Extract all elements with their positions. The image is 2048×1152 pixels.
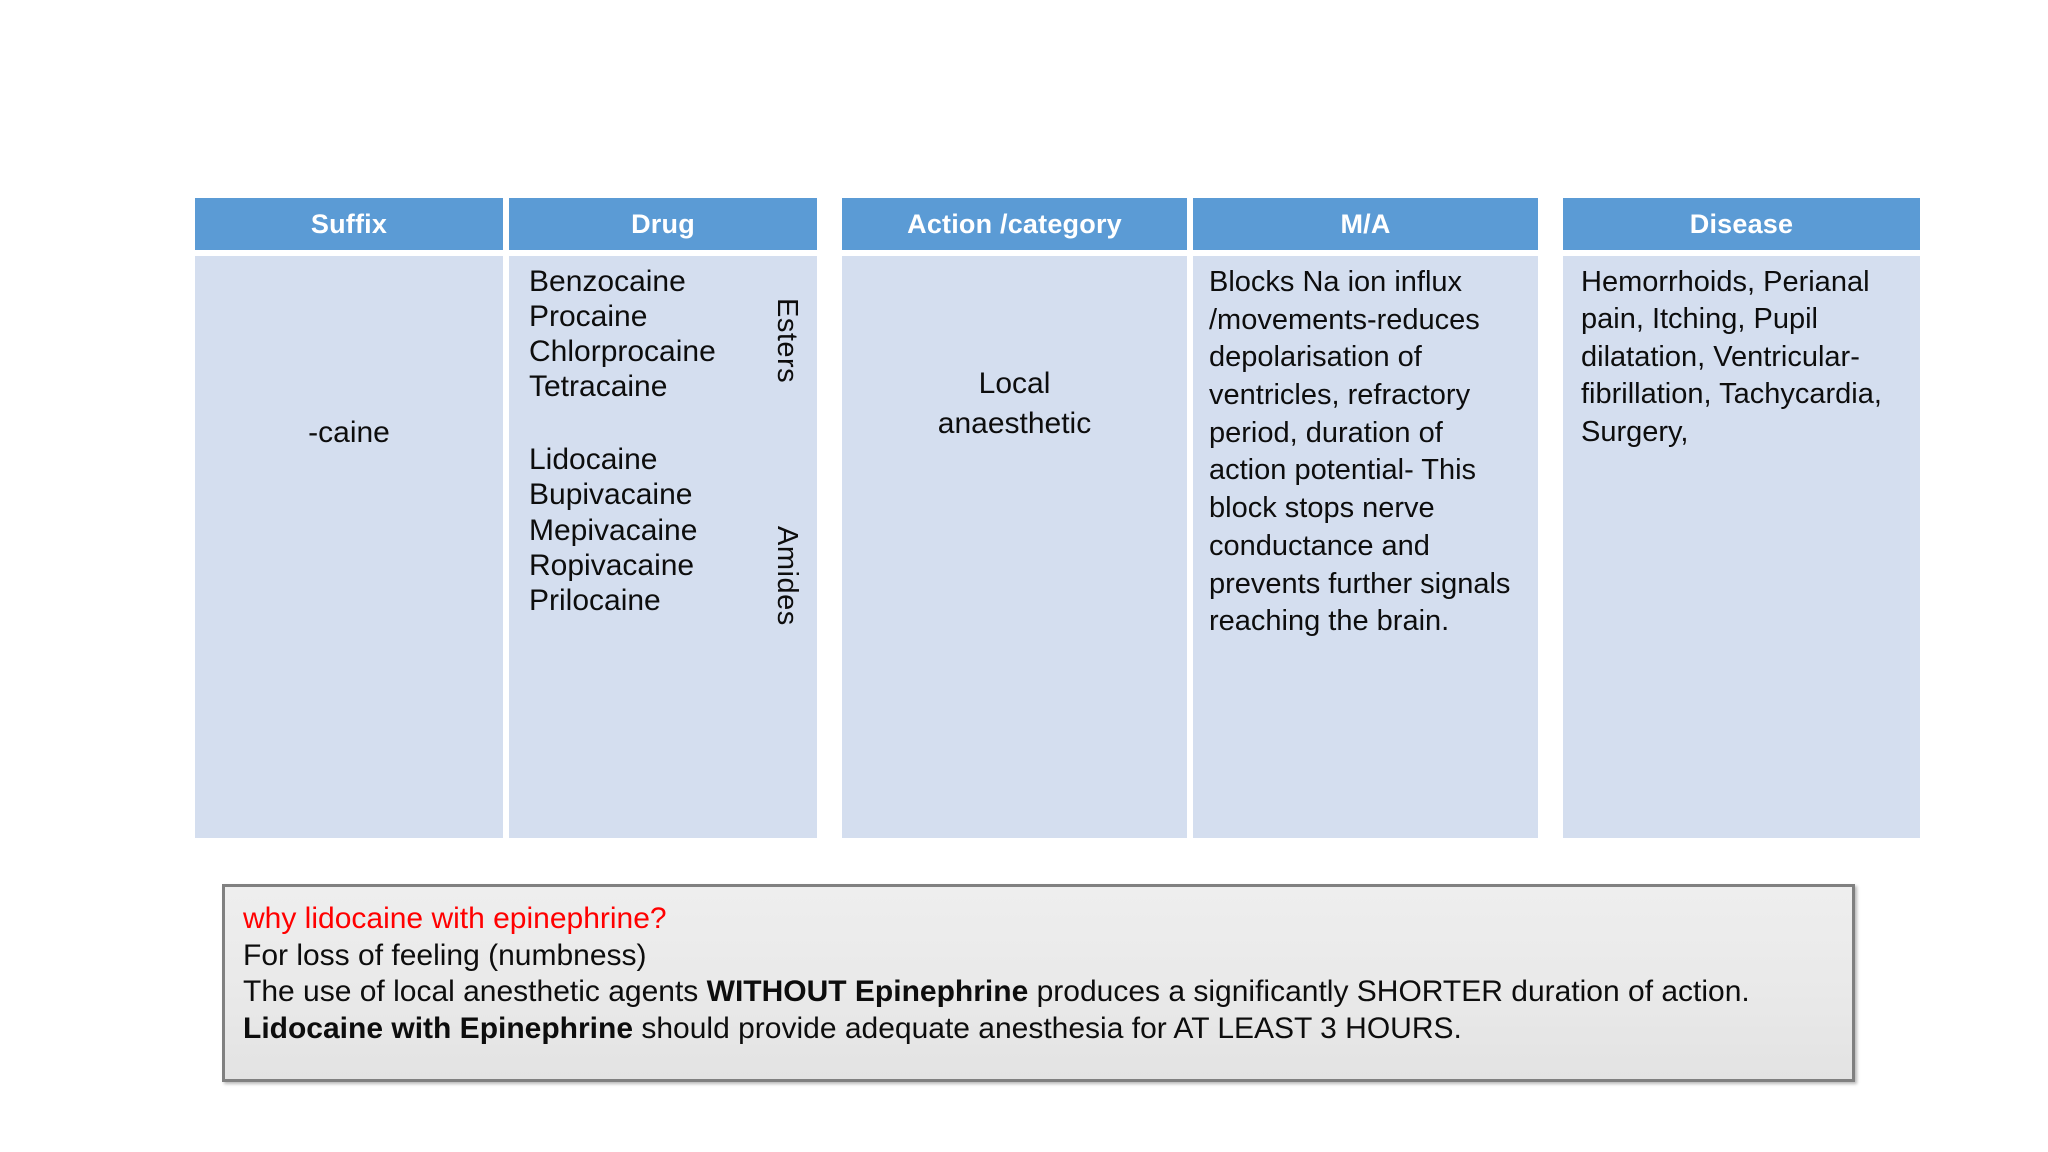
header-divider xyxy=(1187,198,1193,250)
action-category-value: Local anaesthetic xyxy=(937,367,1092,441)
drug-item: Mepivacaine xyxy=(529,513,698,547)
note-question: why lidocaine with epinephrine? xyxy=(243,902,667,935)
column-header-drug: Drug xyxy=(509,198,817,250)
drug-item: Bupivacaine xyxy=(529,478,693,512)
table-action-ma-body-row: Local anaesthetic Blocks Na ion influx /… xyxy=(842,256,1538,838)
table-action-ma-header-row: Action /category M/A xyxy=(842,198,1538,250)
disease-value: Hemorrhoids, Perianal pain, Itching, Pup… xyxy=(1581,266,1882,448)
drug-item: Ropivacaine xyxy=(529,548,695,582)
note-answer: For loss of feeling (numbness) xyxy=(243,938,647,972)
table-suffix-drug: Suffix Drug -caine Benzocaine Procaine C… xyxy=(195,198,817,838)
cell-disease: Hemorrhoids, Perianal pain, Itching, Pup… xyxy=(1563,256,1920,838)
table-disease-header-row: Disease xyxy=(1563,198,1920,250)
drug-item: Chlorprocaine xyxy=(529,335,716,369)
column-header-suffix: Suffix xyxy=(195,198,503,250)
group-label-amides: Amides xyxy=(771,526,803,626)
cell-suffix: -caine xyxy=(195,256,503,838)
table-disease-body-row: Hemorrhoids, Perianal pain, Itching, Pup… xyxy=(1563,256,1920,838)
drug-item: Prilocaine xyxy=(529,583,661,617)
column-header-disease: Disease xyxy=(1563,198,1920,250)
body-divider xyxy=(1187,256,1193,838)
column-header-ma: M/A xyxy=(1193,198,1538,250)
drug-item: Benzocaine xyxy=(529,265,686,298)
note-body-part2: produces a significantly SHORTER duratio… xyxy=(1028,975,1750,1009)
drug-list-container: Benzocaine Procaine Chlorprocaine Tetrac… xyxy=(529,264,809,618)
drug-item: Lidocaine xyxy=(529,443,658,477)
table-suffix-drug-header-row: Suffix Drug xyxy=(195,198,817,250)
cell-drug: Benzocaine Procaine Chlorprocaine Tetrac… xyxy=(509,256,817,838)
cell-action-category: Local anaesthetic xyxy=(842,256,1187,838)
suffix-value: -caine xyxy=(308,416,390,449)
drug-group-esters: Benzocaine Procaine Chlorprocaine Tetrac… xyxy=(529,264,809,404)
column-header-action-category: Action /category xyxy=(842,198,1187,250)
table-action-ma: Action /category M/A Local anaesthetic B… xyxy=(842,198,1538,838)
note-body-part1: The use of local anesthetic agents xyxy=(243,975,707,1009)
ma-value: Blocks Na ion influx /movements-reduces … xyxy=(1209,266,1511,638)
note-body: The use of local anesthetic agents WITHO… xyxy=(243,974,1834,1047)
group-label-esters: Esters xyxy=(771,298,803,384)
note-body-bold2: Lidocaine with Epinephrine xyxy=(243,1011,634,1045)
note-body-part3: should provide adequate anesthesia for A… xyxy=(633,1011,1462,1045)
table-disease: Disease Hemorrhoids, Perianal pain, Itch… xyxy=(1563,198,1920,838)
note-body-bold1: WITHOUT Epinephrine xyxy=(706,975,1029,1009)
cell-ma: Blocks Na ion influx /movements-reduces … xyxy=(1193,256,1538,838)
header-divider xyxy=(503,198,509,250)
drug-item: Tetracaine xyxy=(529,370,668,404)
body-divider xyxy=(503,256,509,838)
table-suffix-drug-body-row: -caine Benzocaine Procaine Chlorprocaine… xyxy=(195,256,817,838)
drug-item: Procaine xyxy=(529,300,648,334)
note-box: why lidocaine with epinephrine? For loss… xyxy=(222,884,1855,1082)
drug-group-amides: Lidocaine Bupivacaine Mepivacaine Ropiva… xyxy=(529,442,809,617)
